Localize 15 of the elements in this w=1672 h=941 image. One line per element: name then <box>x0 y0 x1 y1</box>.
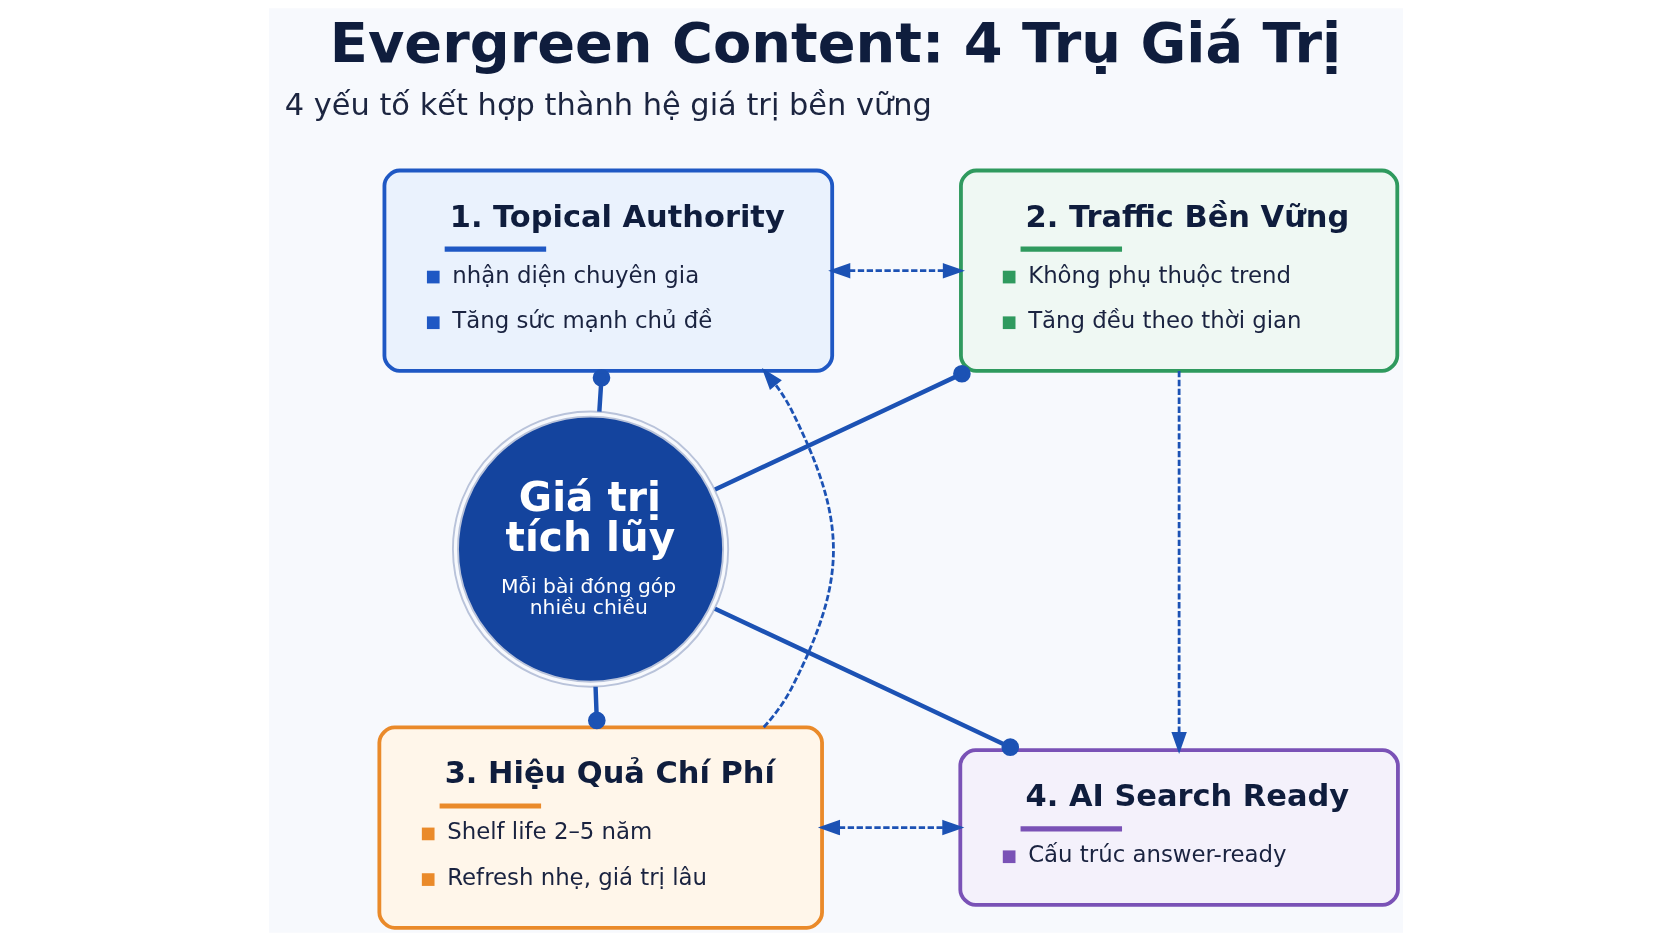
connector <box>588 686 606 730</box>
arrow <box>1171 371 1187 755</box>
diagram-title: Evergreen Content: 4 Trụ Giá Trị <box>329 9 1342 75</box>
label: 4 yếu tố kết hợp thành hệ giá trị bền vững <box>284 86 932 122</box>
arrow <box>817 819 965 836</box>
connector <box>714 365 971 492</box>
node-circle: Giá trị tích lũy Mỗi bài đóng góp nhiều chiều <box>452 410 730 688</box>
node-box: 4. AI Search Ready Cấu trúc answer-ready <box>958 748 1400 907</box>
arrow <box>761 367 835 729</box>
connector <box>714 606 1020 756</box>
arrow <box>828 263 965 279</box>
node-box: 2. Traffic Bền Vững Không phụ thuộc trend Tăng đều theo thời gian <box>959 168 1400 373</box>
connector <box>592 368 611 412</box>
node-box: 3. Hiệu Quả Chí Phí Shelf life 2–5 năm Refresh nhẹ, giá trị lâu <box>377 725 824 930</box>
node-box: 1. Topical Authority nhận diện chuyên gia Tăng sức mạnh chủ đề <box>382 168 835 373</box>
